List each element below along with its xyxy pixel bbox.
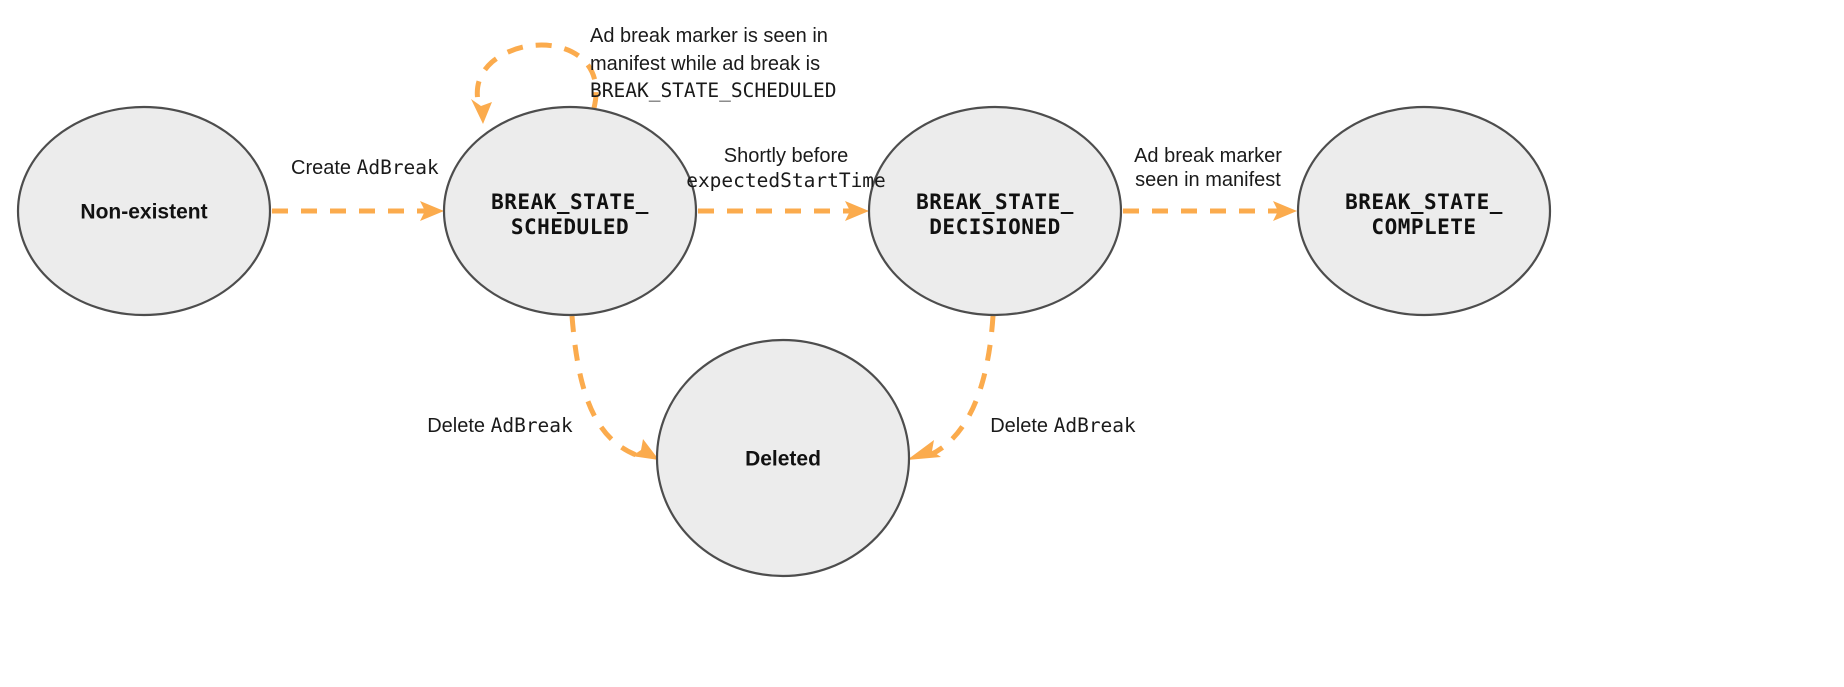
- edge-delete-adbreak-from-decisioned: [907, 315, 996, 460]
- edge-delete-from-scheduled-arrowhead: [632, 439, 659, 460]
- edge-create-adbreak-arrowhead: [420, 201, 444, 221]
- node-non-existent-label: Non-existent: [80, 201, 207, 224]
- edge-create-adbreak: [272, 201, 444, 221]
- edge-self-loop-marker-seen: [471, 42, 599, 124]
- node-break-state-decisioned-label-line2: DECISIONED: [929, 215, 1060, 239]
- edge-label-marker-seen-line2: seen in manifest: [1135, 169, 1281, 191]
- edge-label-marker-seen-line1: Ad break marker: [1134, 145, 1282, 167]
- node-break-state-complete-shape: [1296, 105, 1552, 317]
- edge-marker-seen-in-manifest: [1123, 201, 1297, 221]
- edge-shortly-before-arrowhead: [845, 201, 869, 221]
- edge-label-delete-adbreak-from-decisioned: Delete AdBreak: [990, 414, 1136, 437]
- svg-text:Delete AdBreak: Delete AdBreak: [990, 414, 1136, 437]
- node-break-state-decisioned[interactable]: BREAK_STATE_ DECISIONED: [867, 105, 1123, 317]
- node-non-existent-shape: [16, 105, 272, 317]
- edge-self-loop-arrowhead: [471, 99, 492, 124]
- node-break-state-decisioned-shape: [867, 105, 1123, 317]
- edge-delete-from-decisioned-path: [928, 315, 996, 458]
- edge-self-loop-path: [474, 42, 599, 111]
- node-break-state-scheduled-label-line1: BREAK_STATE_: [491, 190, 649, 214]
- edge-label-delete-right-plain: Delete: [990, 415, 1053, 437]
- edge-label-delete-left-plain: Delete: [427, 415, 490, 437]
- node-non-existent[interactable]: Non-existent: [16, 105, 272, 317]
- node-deleted-shape: [655, 338, 911, 578]
- node-break-state-decisioned-label-line1: BREAK_STATE_: [916, 190, 1074, 214]
- edge-label-delete-right-code: AdBreak: [1054, 414, 1136, 437]
- edge-label-shortly-before-expected-start: Shortly before expectedStartTime: [686, 145, 886, 192]
- node-break-state-complete[interactable]: BREAK_STATE_ COMPLETE: [1296, 105, 1552, 317]
- svg-text:Delete AdBreak: Delete AdBreak: [427, 414, 573, 437]
- edge-marker-seen-arrowhead: [1273, 201, 1297, 221]
- edge-label-self-loop-line2: manifest while ad break is: [590, 53, 820, 75]
- edge-label-marker-seen-in-manifest: Ad break marker seen in manifest: [1134, 145, 1282, 191]
- node-break-state-complete-label-line1: BREAK_STATE_: [1345, 190, 1503, 214]
- edge-label-self-loop-line3: BREAK_STATE_SCHEDULED: [590, 79, 837, 102]
- node-break-state-scheduled[interactable]: BREAK_STATE_ SCHEDULED: [442, 105, 698, 317]
- node-break-state-scheduled-label-line2: SCHEDULED: [511, 215, 629, 239]
- edge-label-self-loop-marker-seen: Ad break marker is seen in manifest whil…: [590, 25, 837, 102]
- edge-label-create-adbreak-plain: Create: [291, 157, 357, 179]
- edge-label-shortly-before-line1: Shortly before: [724, 145, 849, 167]
- edge-shortly-before-expected-start: [698, 201, 869, 221]
- edge-delete-from-decisioned-arrowhead: [907, 440, 941, 460]
- svg-text:Create AdBreak: Create AdBreak: [291, 156, 439, 179]
- node-deleted-label: Deleted: [745, 448, 821, 471]
- node-deleted[interactable]: Deleted: [655, 338, 911, 578]
- edge-label-create-adbreak-code: AdBreak: [357, 156, 439, 179]
- edge-label-self-loop-line1: Ad break marker is seen in: [590, 25, 828, 47]
- edge-delete-adbreak-from-scheduled: [569, 315, 659, 460]
- edge-label-shortly-before-line2: expectedStartTime: [686, 169, 886, 192]
- node-break-state-complete-label-line2: COMPLETE: [1371, 215, 1476, 239]
- edge-label-delete-left-code: AdBreak: [491, 414, 573, 437]
- edge-label-delete-adbreak-from-scheduled: Delete AdBreak: [427, 414, 573, 437]
- edge-delete-from-scheduled-path: [569, 315, 637, 458]
- node-break-state-scheduled-shape: [442, 105, 698, 317]
- edge-label-create-adbreak: Create AdBreak: [291, 156, 439, 179]
